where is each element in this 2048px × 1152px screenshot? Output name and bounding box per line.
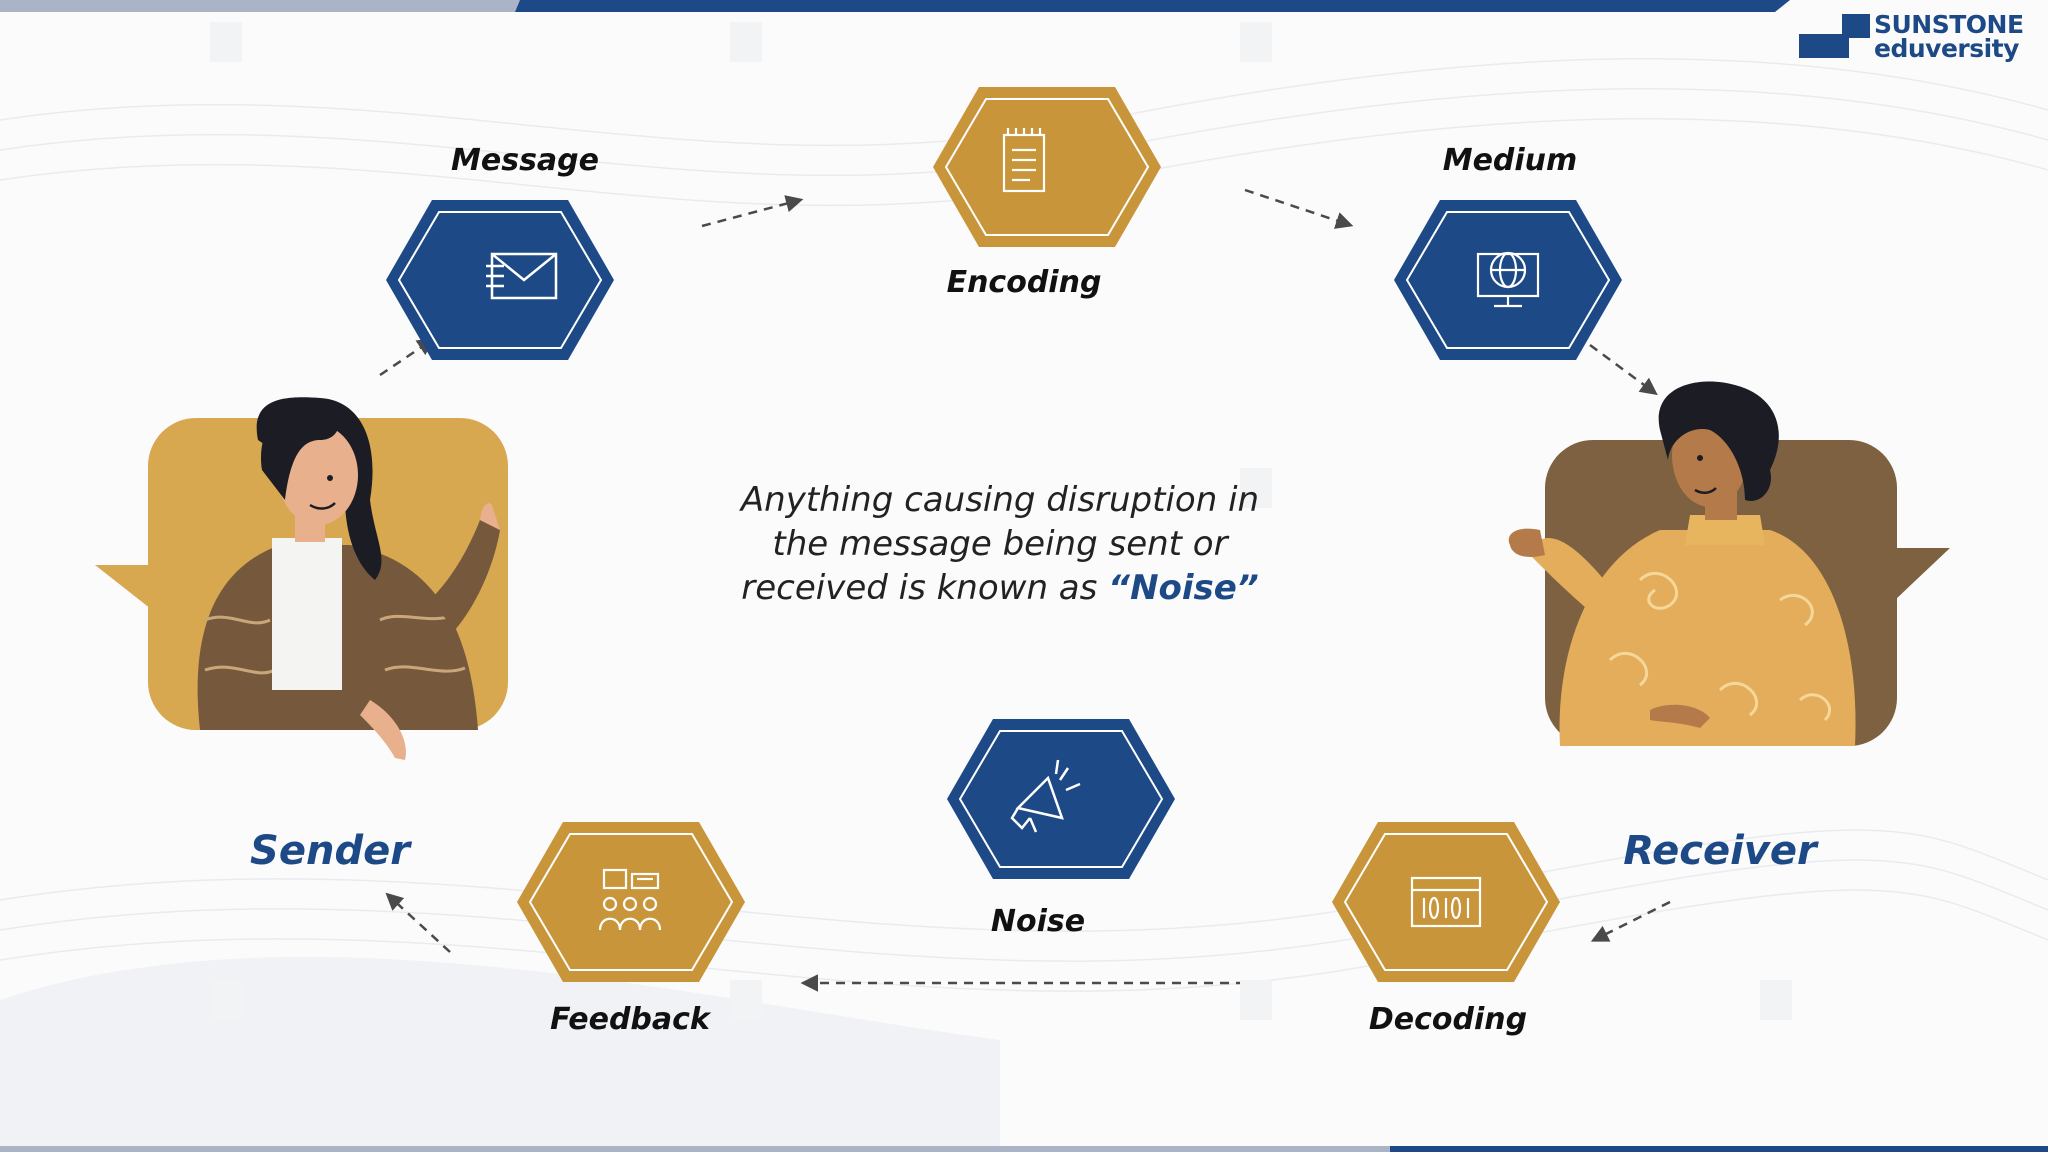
- globe-monitor-icon: [1476, 251, 1540, 308]
- label-message: Message: [451, 143, 599, 178]
- arrow-medium-receiver: [1589, 343, 1658, 396]
- envelope-icon: [486, 252, 558, 300]
- label-sender: Sender: [250, 828, 410, 874]
- document-icon: [1002, 128, 1046, 193]
- watermark-marks: [210, 22, 1792, 1020]
- definition-line-3-text: received is known as: [741, 568, 1109, 608]
- background-blob: [0, 956, 1000, 1152]
- bottom-bar-light: [0, 1146, 1390, 1152]
- logo-mark: [1799, 14, 1870, 58]
- arrow-sender-message: [379, 338, 435, 377]
- hex-medium[interactable]: [1394, 200, 1622, 360]
- label-decoding: Decoding: [1368, 1002, 1528, 1037]
- flow-arrows: [379, 188, 1671, 992]
- definition-line-2: the message being sent or: [772, 524, 1228, 564]
- hex-noise[interactable]: [947, 719, 1175, 879]
- noise-definition: Anything causing disruption in the messa…: [640, 478, 1360, 610]
- label-receiver: Receiver: [1623, 828, 1817, 874]
- label-noise: Noise: [990, 904, 1086, 939]
- brand-logo: SUNSTONE eduversity: [1798, 10, 2038, 63]
- arrow-message-encoding: [701, 195, 804, 228]
- bottom-bar: [1390, 1146, 2048, 1152]
- label-encoding: Encoding: [946, 265, 1102, 300]
- binary-window-icon: [1410, 876, 1482, 928]
- hex-feedback[interactable]: [517, 822, 745, 982]
- megaphone-icon: [1010, 759, 1081, 833]
- top-bar: [515, 0, 1790, 12]
- logo-line1: SUNSTONE: [1874, 10, 2024, 39]
- logo-line2: eduversity: [1874, 34, 2019, 63]
- label-feedback: Feedback: [550, 1002, 710, 1037]
- arrow-feedback-sender: [385, 892, 451, 953]
- sender-illustration: [95, 397, 508, 760]
- group-chat-icon: [598, 868, 662, 931]
- noise-highlight: “Noise”: [1108, 568, 1259, 608]
- arrow-encoding-medium: [1244, 188, 1354, 229]
- definition-line-3: received is known as “Noise”: [640, 566, 1360, 610]
- definition-line-1: Anything causing disruption in: [740, 480, 1260, 520]
- hex-encoding[interactable]: [933, 87, 1161, 247]
- hex-decoding[interactable]: [1332, 822, 1560, 982]
- top-bar-light: [0, 0, 520, 12]
- hex-message[interactable]: [386, 200, 614, 360]
- receiver-illustration: [1508, 381, 1950, 746]
- label-medium: Medium: [1442, 143, 1578, 178]
- arrow-receiver-decoding: [1590, 900, 1671, 942]
